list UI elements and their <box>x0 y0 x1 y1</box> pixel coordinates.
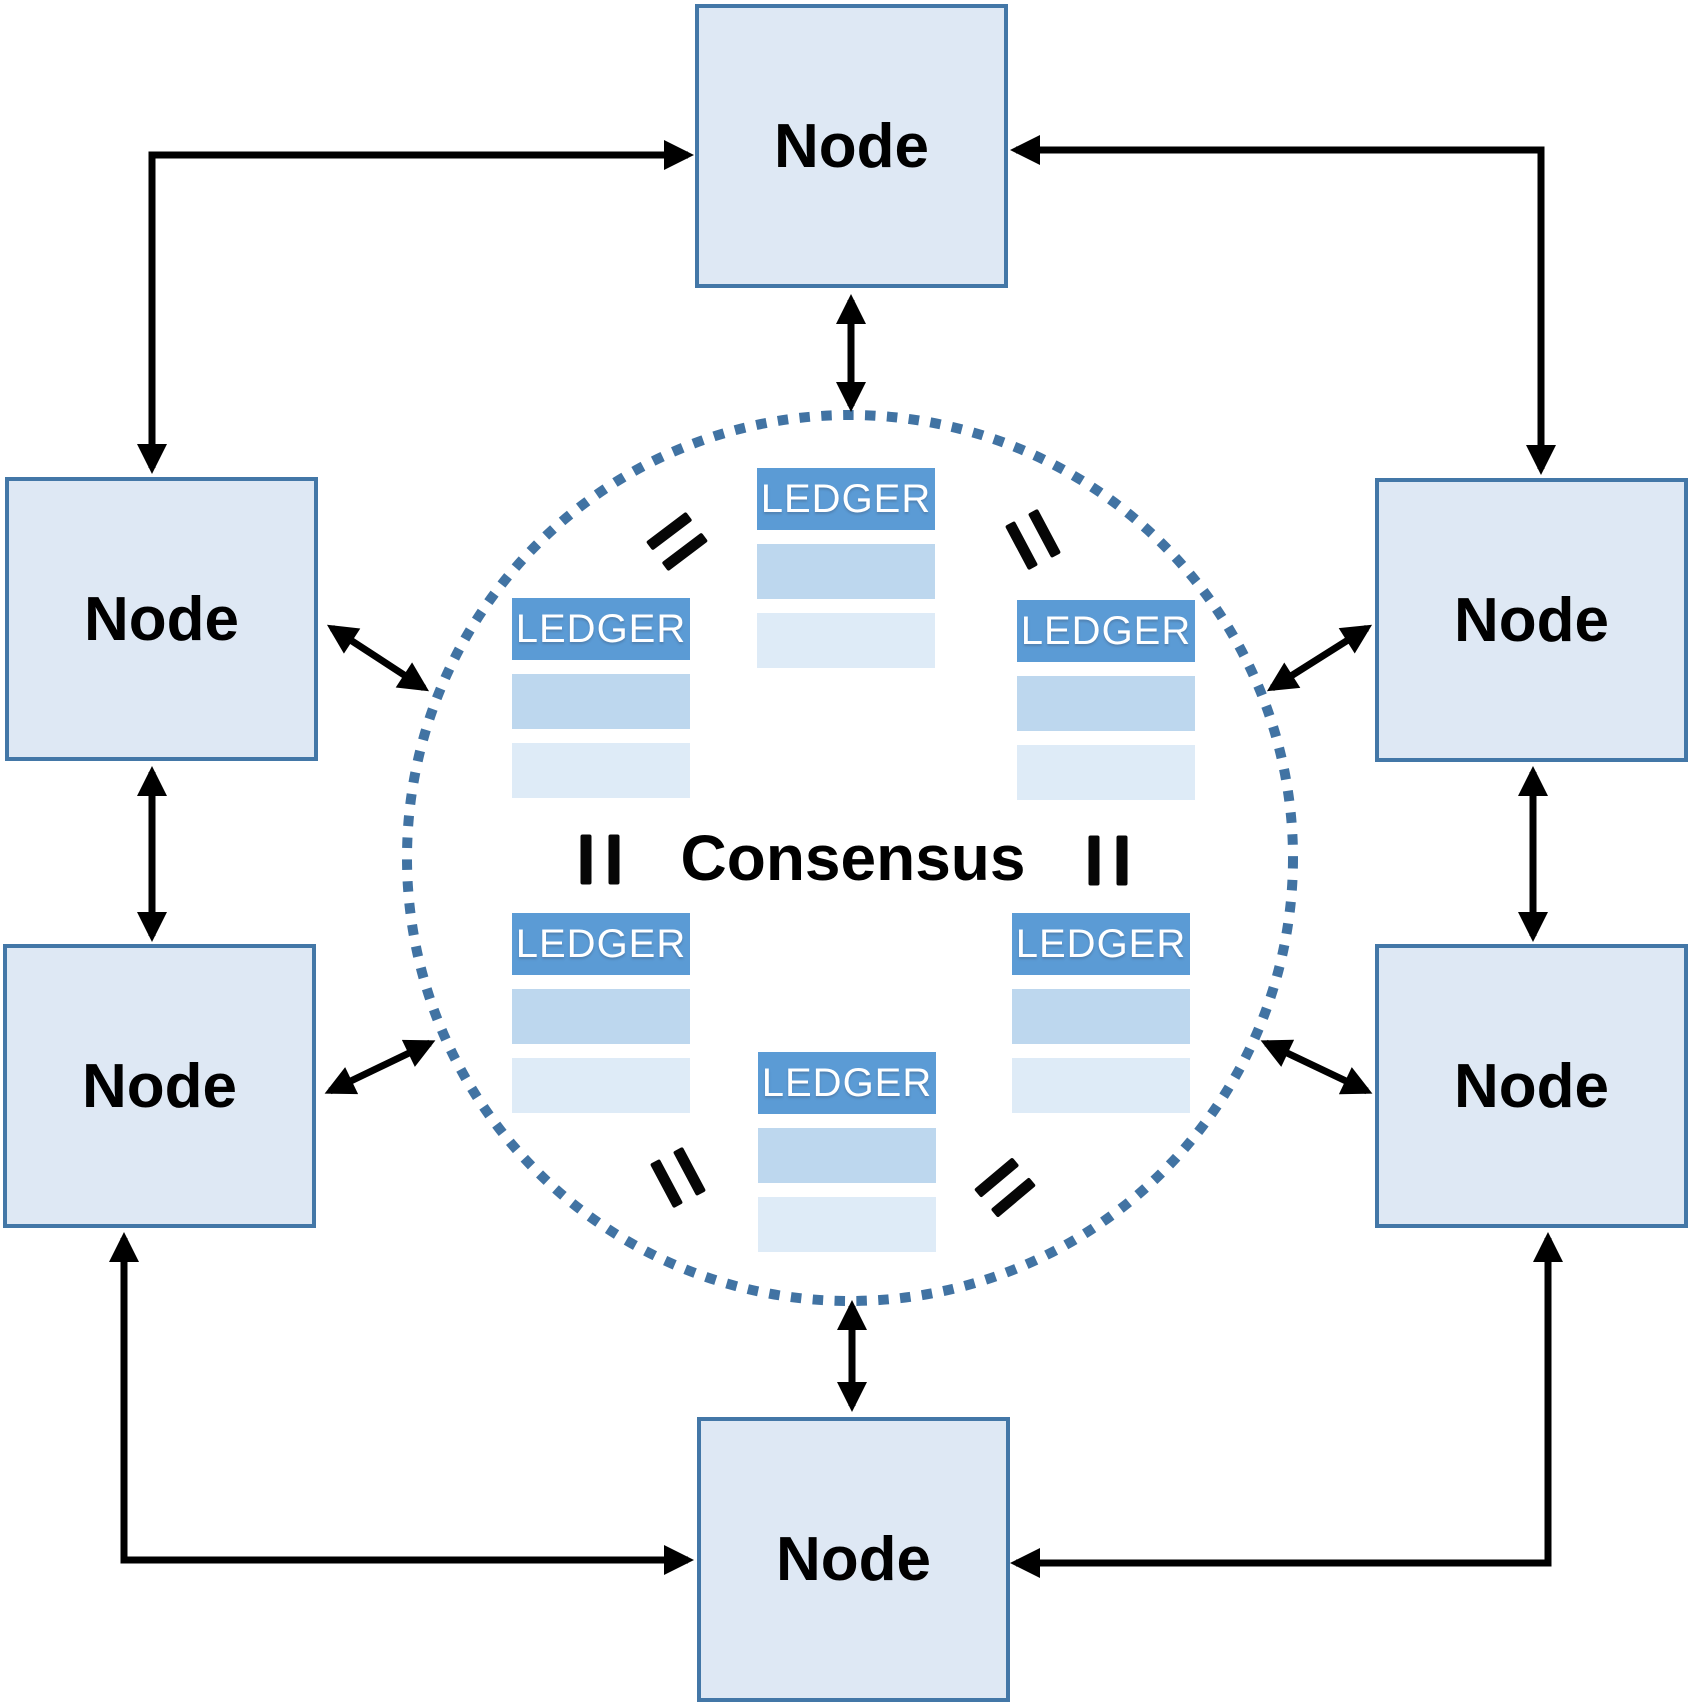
node-label: Node <box>84 584 239 654</box>
equals-bar <box>608 834 620 885</box>
ledger-row <box>1012 1058 1190 1113</box>
ledger-row <box>758 1197 936 1252</box>
ledger-title: LEDGER <box>1012 913 1190 975</box>
ledger-block-lower-left: LEDGER <box>512 913 690 1113</box>
node-label: Node <box>1454 585 1609 655</box>
ledger-row <box>512 674 690 729</box>
ledger-row <box>1012 989 1190 1044</box>
node-box-lower-right: Node <box>1375 944 1688 1228</box>
equals-bar <box>580 834 592 885</box>
ledger-row <box>512 743 690 798</box>
ledger-title: LEDGER <box>758 1052 936 1114</box>
ledger-title: LEDGER <box>757 468 935 530</box>
arrow-lowerright-node-circle <box>1260 1039 1373 1095</box>
consensus-dotted-circle <box>402 410 1298 1306</box>
node-box-upper-left: Node <box>5 477 318 761</box>
equals-icon <box>580 834 620 885</box>
ledger-row <box>512 989 690 1044</box>
equals-icon <box>1088 835 1128 886</box>
arrow-bottomleft-corner <box>109 1232 694 1575</box>
ledger-row <box>757 544 935 599</box>
ledger-row <box>1017 745 1195 800</box>
node-label: Node <box>82 1051 237 1121</box>
node-box-top: Node <box>695 4 1008 288</box>
ledger-row <box>1017 676 1195 731</box>
ledger-block-top-center: LEDGER <box>757 468 935 668</box>
arrow-topright-corner <box>1010 135 1556 475</box>
node-label: Node <box>1454 1051 1609 1121</box>
ledger-row <box>512 1058 690 1113</box>
ledger-block-upper-left: LEDGER <box>512 598 690 798</box>
arrow-topleft-corner <box>137 140 694 474</box>
node-box-lower-left: Node <box>3 944 316 1228</box>
node-label: Node <box>776 1525 931 1594</box>
node-box-bottom: Node <box>697 1417 1010 1702</box>
ledger-title: LEDGER <box>512 598 690 660</box>
arrow-upperleft-node-circle <box>326 624 430 692</box>
ledger-row <box>757 613 935 668</box>
ledger-block-bottom-center: LEDGER <box>758 1052 936 1252</box>
ledger-block-upper-right: LEDGER <box>1017 600 1195 800</box>
consensus-label: Consensus <box>680 822 1026 894</box>
arrow-lowerleft-node-circle <box>324 1039 436 1095</box>
equals-bar <box>1116 835 1128 886</box>
equals-bar <box>1088 835 1100 886</box>
ledger-block-lower-right: LEDGER <box>1012 913 1190 1113</box>
node-label: Node <box>774 111 929 181</box>
node-box-upper-right: Node <box>1375 478 1688 762</box>
ledger-title: LEDGER <box>512 913 690 975</box>
ledger-title: LEDGER <box>1017 600 1195 662</box>
arrow-bottomright-corner <box>1010 1232 1563 1578</box>
arrow-upperright-node-circle <box>1266 624 1373 692</box>
ledger-row <box>758 1128 936 1183</box>
